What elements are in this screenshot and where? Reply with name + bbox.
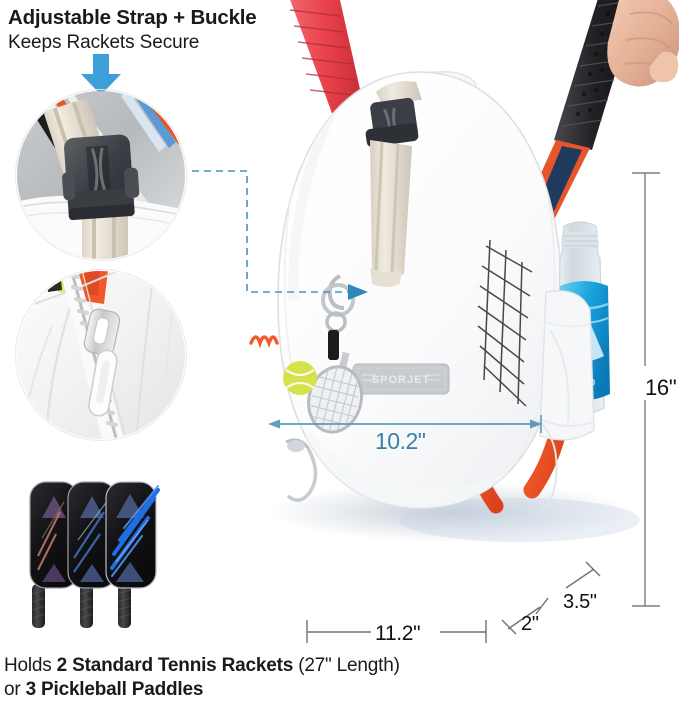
- footer-line-1-bold: 2 Standard Tennis Rackets: [56, 655, 294, 676]
- keychain: [283, 274, 364, 434]
- page-subtitle: Keeps Rackets Secure: [8, 32, 200, 53]
- callout-connector: [192, 170, 348, 293]
- brand-logo-mark: [249, 335, 279, 349]
- height-dimension-label: 16": [645, 375, 677, 400]
- width-dimension-label: 11.2": [375, 622, 421, 645]
- height-dimension-line: [632, 172, 660, 607]
- callout-arrowhead: [348, 284, 368, 300]
- width-dimension-line: [306, 620, 487, 643]
- pickleball-paddles-image: [29, 481, 160, 628]
- footer-line-2: or 3 Pickleball Paddles: [4, 679, 203, 701]
- svg-text:SPORJET: SPORJET: [372, 374, 430, 386]
- side-pocket-bottle: LIQUID: [539, 221, 610, 441]
- footer-line-2-bold: 3 Pickleball Paddles: [25, 679, 204, 700]
- footer-line-1-post: (27" Length): [293, 655, 400, 676]
- down-arrow-icon: [81, 54, 121, 95]
- footer-line-1-pre: Holds: [4, 655, 57, 676]
- base-depth-dimension-label: 2": [521, 613, 539, 635]
- inset-zipper-detail: [17, 271, 185, 439]
- product-photo-tennis-backpack: SPORJET: [249, 0, 679, 542]
- page-title: Adjustable Strap + Buckle: [8, 6, 257, 29]
- inset-buckle-detail: [17, 91, 185, 259]
- footer-line-1: Holds 2 Standard Tennis Rackets (27" Len…: [4, 655, 400, 677]
- footer-line-2-pre: or: [4, 679, 26, 700]
- brand-patch: SPORJET: [352, 363, 450, 395]
- interior-width-dimension-label: 10.2": [375, 428, 426, 454]
- depth-dimension-label: 3.5": [563, 591, 597, 613]
- depth-dimension-line: [501, 561, 601, 635]
